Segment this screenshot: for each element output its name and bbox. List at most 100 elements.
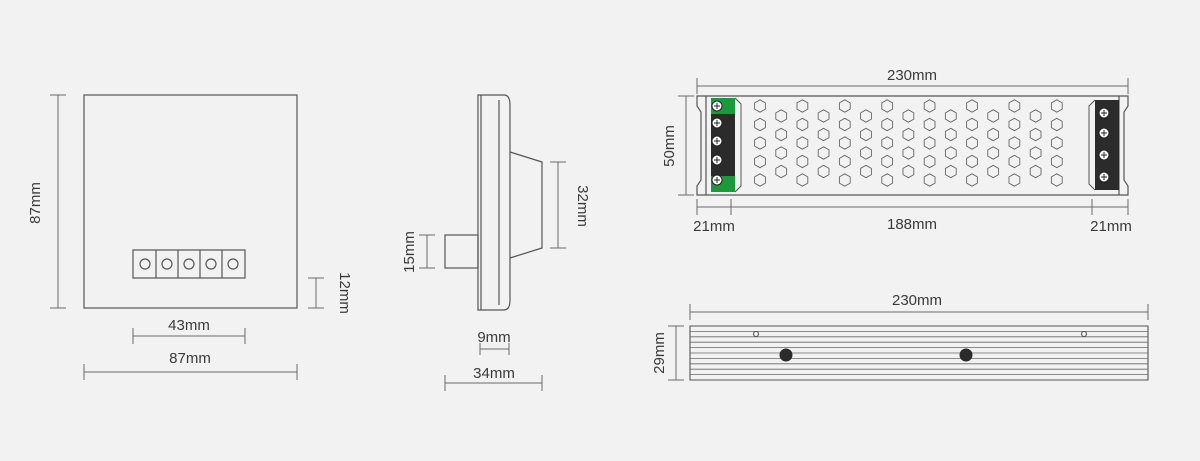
vent-hex: [987, 164, 1000, 179]
vent-hex: [796, 173, 809, 187]
vent-hex: [838, 117, 851, 132]
front-panel: [83, 94, 298, 309]
vent-hex: [754, 99, 766, 113]
front-view: [83, 94, 298, 309]
vent-hex: [860, 164, 872, 179]
vent-hex: [966, 117, 978, 132]
vent-hex: [881, 99, 894, 113]
vent-hex: [966, 99, 978, 113]
side-view: [444, 94, 543, 311]
vent-hex: [796, 136, 809, 150]
vent-hex: [1008, 99, 1021, 113]
profile-hole-right: [1080, 330, 1088, 338]
profile-screw-right: [959, 348, 973, 362]
vent-hex-grid: [754, 99, 1063, 187]
vent-hex: [987, 127, 1000, 142]
profile-height-label: 29mm: [651, 332, 668, 374]
vent-hex: [966, 173, 978, 187]
top-center-label: 188mm: [887, 216, 937, 233]
vent-hex: [796, 154, 809, 169]
top-right-terminal: [1088, 99, 1119, 191]
vent-hex: [1050, 154, 1063, 169]
vent-hex: [1029, 127, 1042, 142]
vent-hex: [754, 154, 766, 169]
top-length-label: 230mm: [887, 67, 937, 84]
vent-hex: [1050, 136, 1063, 150]
vent-hex: [944, 109, 957, 123]
side-boss-height-label: 32mm: [574, 185, 591, 227]
vent-hex: [860, 127, 872, 142]
side-depth-label: 34mm: [473, 365, 515, 382]
vent-hex: [817, 127, 830, 142]
side-panel: [477, 94, 511, 311]
profile-fins: [690, 330, 1148, 376]
vent-hex: [775, 127, 788, 142]
front-terminal-offset-label: 12mm: [336, 272, 353, 314]
vent-hex: [775, 164, 788, 179]
vent-hex: [754, 173, 766, 187]
vent-hex: [796, 99, 809, 113]
vent-hex: [1008, 136, 1021, 150]
vent-hex: [987, 146, 1000, 160]
vent-hex: [966, 154, 978, 169]
vent-hex: [1050, 117, 1063, 132]
top-dimensions: [678, 78, 1129, 215]
vent-hex: [817, 146, 830, 160]
profile-housing: [689, 325, 1149, 381]
profile-view: [689, 325, 1149, 381]
vent-hex: [923, 99, 936, 113]
side-stub: [444, 234, 479, 269]
vent-hex: [944, 127, 957, 142]
vent-hex: [902, 164, 915, 179]
vent-hex: [902, 109, 915, 123]
vent-hex: [1029, 164, 1042, 179]
vent-hex: [754, 136, 766, 150]
front-terminal-block: [132, 249, 246, 279]
side-stub-width-label: 9mm: [477, 329, 510, 346]
front-dimensions: [50, 94, 324, 380]
top-housing: [696, 95, 1129, 196]
vent-hex: [796, 117, 809, 132]
vent-hex: [923, 117, 936, 132]
vent-hex: [1029, 146, 1042, 160]
profile-dimensions: [668, 304, 1149, 381]
vent-hex: [838, 99, 851, 113]
vent-hex: [987, 109, 1000, 123]
profile-screw-left: [779, 348, 793, 362]
vent-hex: [775, 146, 788, 160]
profile-length-label: 230mm: [892, 292, 942, 309]
vent-hex: [944, 146, 957, 160]
vent-hex: [817, 109, 830, 123]
vent-hex: [902, 146, 915, 160]
vent-hex: [923, 136, 936, 150]
vent-hex: [838, 173, 851, 187]
vent-hex: [1008, 173, 1021, 187]
vent-hex: [881, 117, 894, 132]
front-terminal-width-label: 43mm: [168, 317, 210, 334]
top-left-terminal: [711, 97, 742, 193]
side-stub-height-label: 15mm: [401, 231, 418, 273]
vent-hex: [838, 136, 851, 150]
vent-hex: [923, 173, 936, 187]
vent-hex: [817, 164, 830, 179]
vent-hex: [775, 109, 788, 123]
front-width-label: 87mm: [169, 350, 211, 367]
top-width-label: 50mm: [661, 125, 678, 167]
vent-hex: [860, 146, 872, 160]
vent-hex: [966, 136, 978, 150]
vent-hex: [944, 164, 957, 179]
top-left-block-label: 21mm: [693, 218, 735, 235]
top-right-block-label: 21mm: [1090, 218, 1132, 235]
vent-hex: [1050, 173, 1063, 187]
vent-hex: [860, 109, 872, 123]
vent-hex: [838, 154, 851, 169]
vent-hex: [1029, 109, 1042, 123]
side-dimensions: [419, 161, 566, 391]
side-boss: [509, 151, 543, 259]
vent-hex: [902, 127, 915, 142]
profile-hole-left: [752, 330, 760, 338]
vent-hex: [881, 136, 894, 150]
vent-hex: [923, 154, 936, 169]
